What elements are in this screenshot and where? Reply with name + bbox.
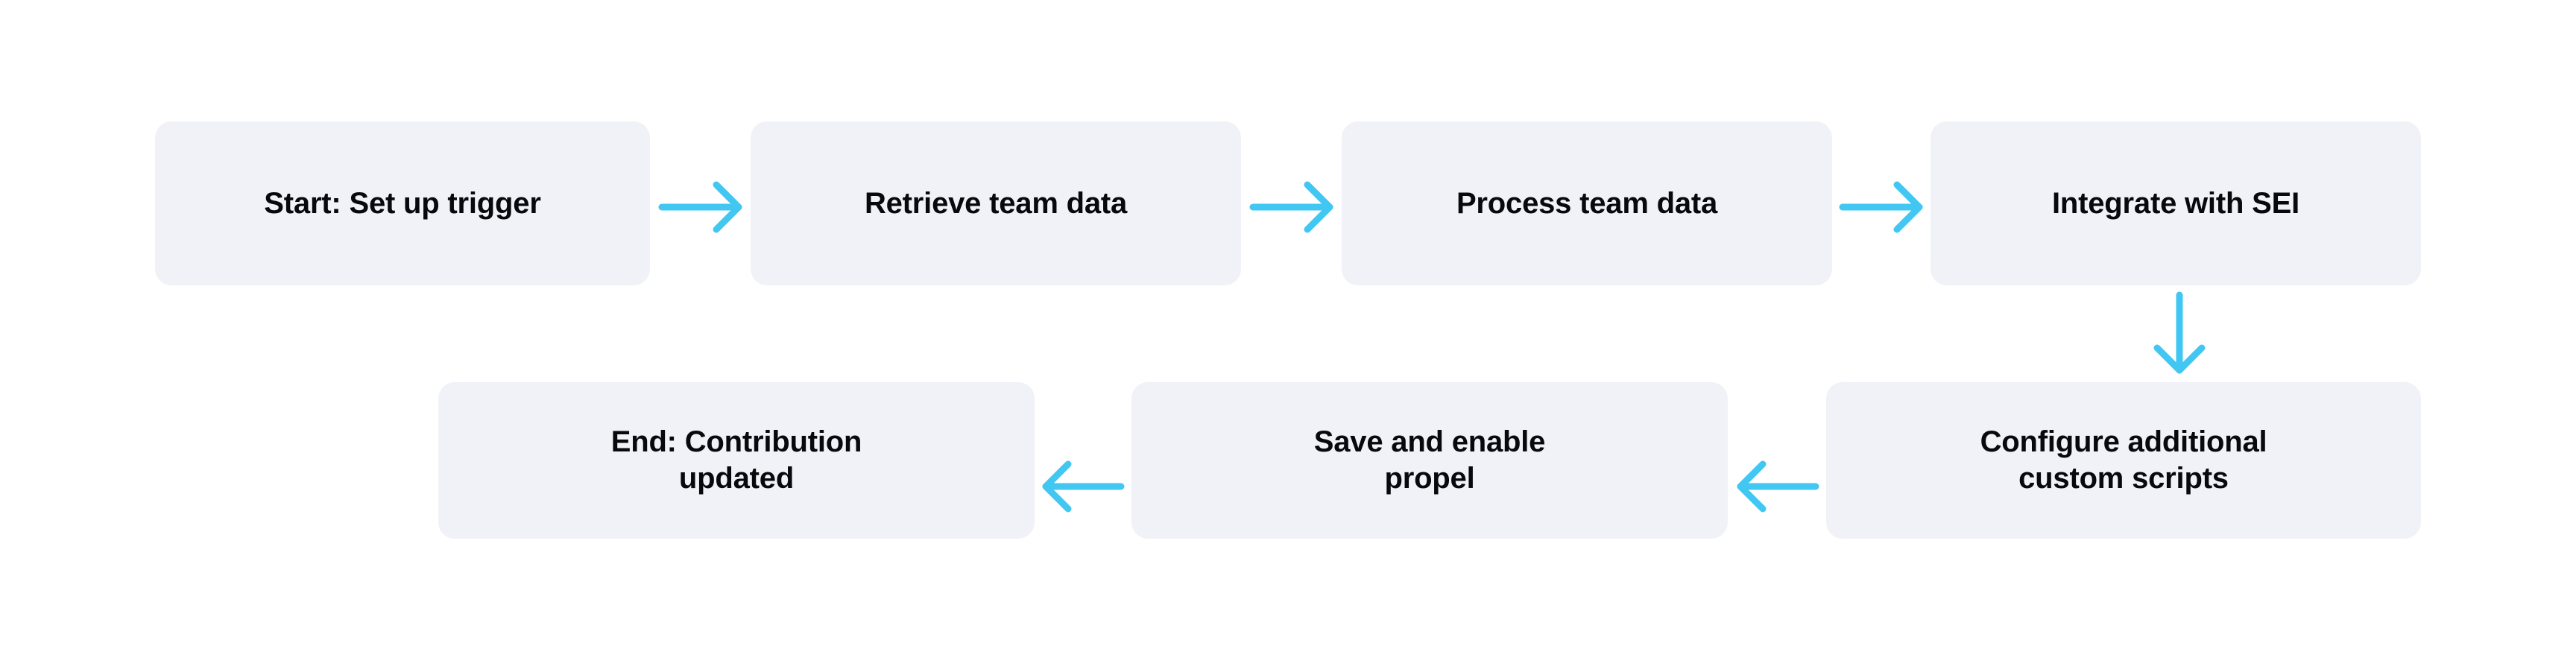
flow-arrow-right bbox=[1839, 181, 1923, 233]
flow-node-end-contribution-updated[interactable]: End: Contribution updated bbox=[438, 382, 1035, 539]
flow-node-retrieve-team-data[interactable]: Retrieve team data bbox=[751, 121, 1241, 285]
flow-node-start-set-up-trigger[interactable]: Start: Set up trigger bbox=[155, 121, 650, 285]
flow-node-label: Retrieve team data bbox=[864, 186, 1128, 220]
flow-node-label: Start: Set up trigger bbox=[264, 186, 541, 220]
flow-node-save-and-enable-propel[interactable]: Save and enable propel bbox=[1131, 382, 1728, 539]
flow-node-process-team-data[interactable]: Process team data bbox=[1342, 121, 1832, 285]
flow-node-label: Process team data bbox=[1456, 186, 1718, 220]
flow-arrow-left bbox=[1042, 460, 1125, 513]
flow-node-integrate-with-sei[interactable]: Integrate with SEI bbox=[1931, 121, 2421, 285]
flow-arrow-right bbox=[658, 181, 742, 233]
flow-arrow-left bbox=[1737, 460, 1819, 513]
flow-arrow-right bbox=[1249, 181, 1333, 233]
flow-node-label: Configure additional custom scripts bbox=[1980, 425, 2267, 495]
flow-node-label: Save and enable propel bbox=[1313, 425, 1546, 495]
flow-arrow-down bbox=[2153, 291, 2206, 374]
flow-node-label: End: Contribution updated bbox=[610, 425, 862, 495]
flow-node-configure-additional-custom-scripts[interactable]: Configure additional custom scripts bbox=[1826, 382, 2421, 539]
flow-node-label: Integrate with SEI bbox=[2051, 186, 2299, 220]
